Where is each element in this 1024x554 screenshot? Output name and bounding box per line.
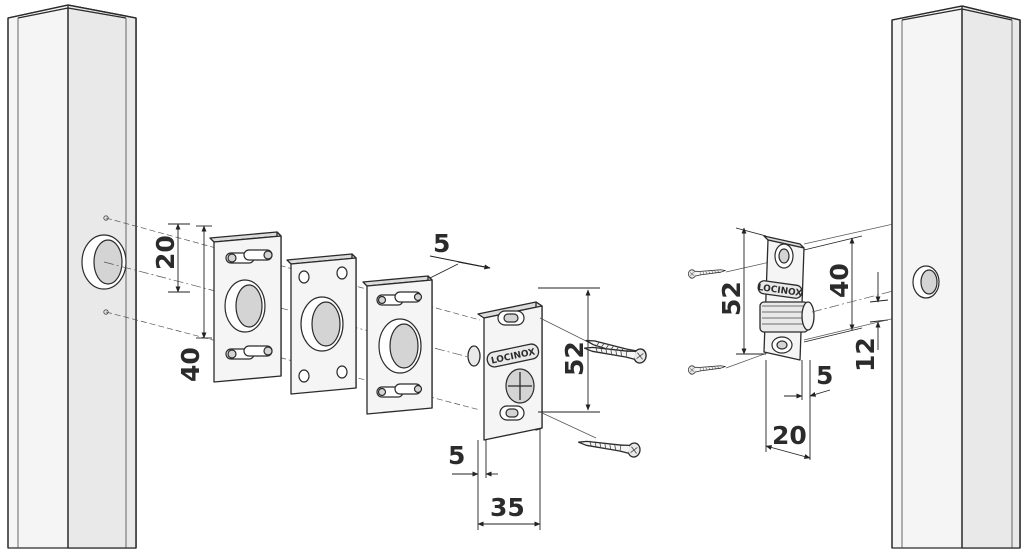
- keep-screws: [687, 261, 771, 375]
- dim-hole-spacing-inner: 20: [151, 235, 180, 270]
- mounting-plate-round: [286, 253, 357, 395]
- dim-keep-thickness: 5: [816, 361, 833, 390]
- left-spacing-dimensions: 20 40: [151, 223, 212, 382]
- screw-lower: [576, 434, 642, 459]
- keep-plate: LOCINOX: [757, 235, 815, 361]
- dim-hole-spacing-outer: 40: [176, 347, 205, 382]
- right-gate-post: [891, 5, 1021, 549]
- dim-keep-hole-spacing: 40: [825, 263, 854, 298]
- keep-dimensions: 52 40 12 5 20: [717, 227, 889, 460]
- housing-screws: [539, 317, 649, 459]
- dim-housing-offset: 5: [448, 441, 465, 470]
- shim-thickness-dimension: 5: [429, 229, 491, 279]
- mounting-plate-shim: [362, 275, 433, 415]
- dim-keep-hole-offset: 12: [851, 337, 880, 372]
- left-gate-post: [7, 4, 137, 549]
- keep-screw-lower: [687, 361, 727, 375]
- dim-keep-height: 52: [717, 281, 746, 316]
- keep-brand-logo: LOCINOX: [757, 280, 803, 299]
- dim-housing-height: 52: [560, 341, 589, 376]
- latch-housing: LOCINOX: [467, 301, 543, 441]
- dim-housing-depth: 35: [490, 493, 525, 522]
- mounting-plate-slotted: [209, 231, 282, 383]
- keep-screw-upper: [687, 265, 727, 279]
- dim-keep-depth: 20: [772, 421, 807, 450]
- housing-dimensions: 52 5 35: [448, 287, 600, 530]
- dim-shim-thickness: 5: [433, 229, 450, 258]
